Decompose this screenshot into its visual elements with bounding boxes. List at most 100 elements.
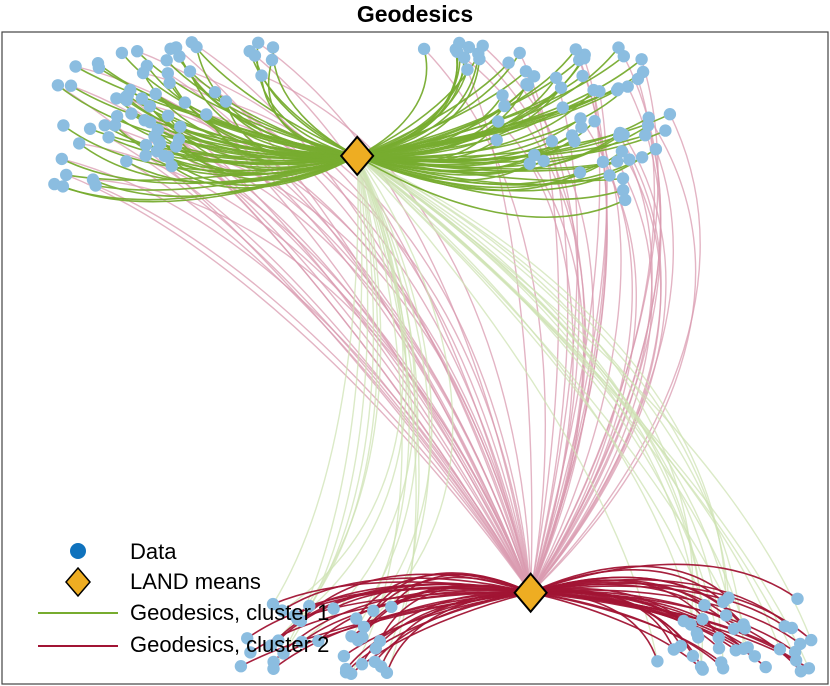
data-point-cluster-2 xyxy=(722,591,735,604)
geodesic-cluster-2 xyxy=(355,573,531,620)
data-point-cluster-1 xyxy=(611,155,624,168)
geodesic-cluster-2 xyxy=(345,591,531,673)
data-point-cluster-2 xyxy=(692,631,705,644)
data-point-cluster-1 xyxy=(173,50,186,63)
data-point-cluster-2 xyxy=(773,643,787,656)
data-point-cluster-1 xyxy=(502,56,515,69)
data-point-cluster-1 xyxy=(617,184,630,197)
geodesic-cluster-1 xyxy=(356,48,428,157)
data-point-cluster-2 xyxy=(789,654,803,667)
data-point-cluster-2 xyxy=(356,631,369,644)
data-point-cluster-1 xyxy=(458,51,471,64)
geodesic-cluster-1 xyxy=(357,106,564,157)
data-point-cluster-1 xyxy=(554,81,568,94)
geodesic-cluster-1 xyxy=(160,143,358,162)
data-point-cluster-1 xyxy=(55,152,68,166)
data-point-cluster-1 xyxy=(174,120,187,133)
legend-means-label: LAND means xyxy=(130,569,261,594)
geodesic-cluster-1 xyxy=(166,59,358,157)
geodesic-cross-cluster-2 xyxy=(356,155,730,598)
geodesic-cluster-1 xyxy=(357,124,649,169)
geodesic-cross-cluster-1 xyxy=(525,71,560,593)
data-point-cluster-1 xyxy=(160,54,173,67)
geodesic-cluster-1 xyxy=(66,155,358,181)
data-point-cluster-1 xyxy=(578,52,591,65)
data-point-cluster-2 xyxy=(712,631,725,644)
data-point-cluster-2 xyxy=(295,635,308,649)
data-point-cluster-1 xyxy=(576,69,589,83)
geodesic-cluster-1 xyxy=(356,132,621,174)
geodesic-cross-cluster-1 xyxy=(125,160,532,594)
geodesic-cross-cluster-1 xyxy=(423,48,547,593)
data-point-cluster-1 xyxy=(163,76,176,90)
geodesic-cluster-1 xyxy=(92,155,358,197)
data-point-cluster-1 xyxy=(569,43,582,56)
data-point-cluster-1 xyxy=(69,60,82,73)
data-point-cluster-2 xyxy=(244,646,257,659)
data-point-cluster-1 xyxy=(610,84,624,97)
data-point-cluster-1 xyxy=(663,108,677,121)
data-point-cluster-1 xyxy=(110,92,123,105)
data-point-cluster-2 xyxy=(234,660,248,673)
data-point-cluster-1 xyxy=(588,115,601,128)
data-point-cluster-1 xyxy=(131,45,144,58)
legend-data-marker xyxy=(70,543,86,559)
geodesic-cross-cluster-2 xyxy=(356,155,724,669)
data-point-cluster-2 xyxy=(357,620,371,634)
data-point-cluster-2 xyxy=(727,622,741,635)
geodesic-cross-cluster-2 xyxy=(356,155,706,606)
data-point-cluster-1 xyxy=(616,172,630,185)
data-point-cluster-1 xyxy=(615,145,629,158)
data-point-cluster-1 xyxy=(120,155,133,168)
data-point-cluster-1 xyxy=(64,79,78,92)
data-point-cluster-2 xyxy=(805,633,818,647)
data-point-cluster-2 xyxy=(277,647,290,660)
data-point-cluster-1 xyxy=(135,92,149,105)
data-point-cluster-1 xyxy=(139,149,152,162)
data-point-cluster-1 xyxy=(125,107,138,120)
data-point-cluster-1 xyxy=(498,99,511,113)
data-points-layer xyxy=(48,36,818,680)
geodesic-cross-cluster-2 xyxy=(282,155,369,654)
geodesic-cluster-2 xyxy=(530,591,781,650)
data-point-cluster-2 xyxy=(312,634,325,648)
data-point-cluster-2 xyxy=(651,655,664,668)
data-point-cluster-2 xyxy=(791,592,804,605)
geodesic-cluster-1 xyxy=(356,150,623,189)
data-point-cluster-1 xyxy=(248,49,262,62)
data-point-cluster-2 xyxy=(737,642,750,655)
data-point-cluster-1 xyxy=(98,119,111,132)
data-point-cluster-1 xyxy=(476,39,489,52)
data-point-cluster-1 xyxy=(575,121,588,134)
legend-means-marker xyxy=(65,566,91,598)
data-point-cluster-2 xyxy=(696,613,709,626)
data-point-cluster-1 xyxy=(56,180,70,193)
data-point-cluster-2 xyxy=(794,637,807,651)
geodesic-cross-cluster-1 xyxy=(175,145,532,593)
data-point-cluster-1 xyxy=(208,86,222,99)
data-point-cluster-2 xyxy=(738,622,752,635)
legend-data-label: Data xyxy=(130,539,177,564)
geodesic-cross-cluster-2 xyxy=(356,155,431,608)
data-point-cluster-2 xyxy=(373,634,387,648)
data-point-cluster-1 xyxy=(513,46,526,60)
geodesic-cross-cluster-1 xyxy=(257,42,532,593)
geodesic-cluster-1 xyxy=(356,155,604,185)
data-point-cluster-2 xyxy=(694,660,708,673)
data-point-cluster-2 xyxy=(355,658,369,671)
geodesic-cross-cluster-1 xyxy=(530,117,633,594)
data-point-cluster-1 xyxy=(573,166,587,179)
geodesic-cross-cluster-2 xyxy=(281,155,404,612)
data-point-cluster-2 xyxy=(802,662,816,675)
legend-geodesics-cluster-1-label: Geodesics, cluster 1 xyxy=(130,600,329,625)
geodesic-cluster-1 xyxy=(179,125,358,157)
data-point-cluster-1 xyxy=(587,83,600,97)
data-point-cluster-1 xyxy=(255,69,268,82)
data-point-cluster-1 xyxy=(574,112,587,125)
data-point-cluster-1 xyxy=(556,101,569,114)
data-point-cluster-2 xyxy=(241,632,254,645)
data-point-cluster-1 xyxy=(161,109,175,123)
data-point-cluster-2 xyxy=(684,618,697,631)
data-point-cluster-1 xyxy=(219,95,233,108)
means-layer xyxy=(339,135,548,614)
